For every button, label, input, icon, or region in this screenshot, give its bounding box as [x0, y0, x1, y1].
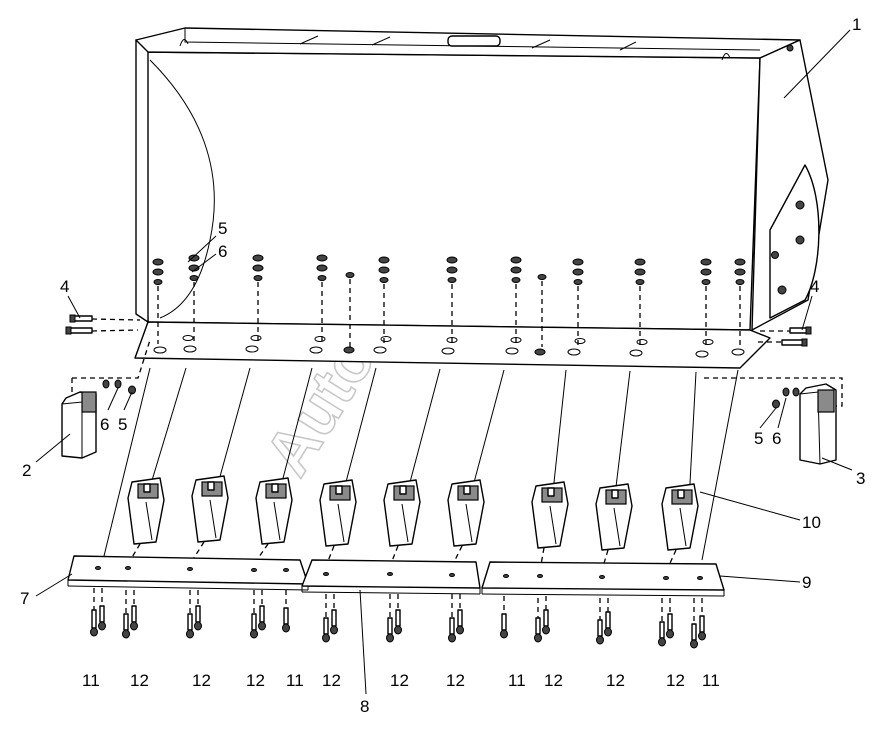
callout-bolt-11: 11	[286, 671, 304, 690]
callout-3: 3	[856, 469, 865, 488]
callout-5-top: 5	[218, 219, 227, 238]
callout-bolt-12: 12	[246, 671, 265, 690]
callout-6-top: 6	[218, 242, 227, 261]
bottom-bolts	[90, 588, 706, 649]
tooth-adapter-icon	[531, 481, 569, 549]
tooth-adapter-icon	[661, 483, 699, 551]
callout-bolt-11: 11	[702, 671, 720, 690]
callout-bolt-12: 12	[192, 671, 211, 690]
callout-8: 8	[360, 697, 369, 716]
callout-bolt-11: 11	[82, 671, 100, 690]
tooth-adapter-icon	[595, 483, 633, 551]
callout-5-right: 5	[754, 429, 763, 448]
callout-bolt-11: 11	[508, 671, 526, 690]
callout-5-left: 5	[118, 415, 127, 434]
callout-1: 1	[852, 15, 861, 34]
tooth-adapter-icon	[127, 477, 165, 545]
tooth-adapter-icon	[383, 479, 421, 547]
edge-holes	[95, 566, 703, 580]
callout-bolt-12: 12	[544, 671, 563, 690]
callout-9: 9	[802, 573, 811, 592]
callout-bolt-12: 12	[666, 671, 685, 690]
bolt-icon	[65, 314, 812, 347]
left-corner-piece	[61, 339, 151, 459]
callout-labels: 1 4 4 5 6 6 5 5 6 2 3 10 7 9 8 11 12 12 …	[20, 15, 865, 716]
tooth-adapter-icon	[447, 479, 485, 547]
callout-4-right: 4	[810, 277, 819, 296]
callout-bolt-12: 12	[322, 671, 341, 690]
bucket-icon	[134, 27, 829, 369]
callout-6-right: 6	[772, 429, 781, 448]
right-corner-piece	[704, 377, 843, 465]
tooth-adapter-icon	[191, 475, 229, 543]
callout-bolt-12: 12	[606, 671, 625, 690]
callout-bolt-12: 12	[390, 671, 409, 690]
lip-holes	[153, 335, 745, 358]
callout-bolt-12: 12	[446, 671, 465, 690]
nut-stacks	[152, 254, 746, 348]
callout-4-left: 4	[60, 277, 69, 296]
callout-10: 10	[802, 513, 821, 532]
tooth-adapter-icon	[255, 477, 293, 545]
tooth-adapters	[127, 475, 699, 551]
callout-2: 2	[22, 461, 31, 480]
cutting-edge-icon	[67, 555, 725, 597]
tooth-adapter-icon	[319, 479, 357, 547]
callout-7: 7	[20, 589, 29, 608]
callout-bolt-12: 12	[130, 671, 149, 690]
callout-6-left: 6	[100, 415, 109, 434]
leader-lines	[35, 29, 853, 695]
